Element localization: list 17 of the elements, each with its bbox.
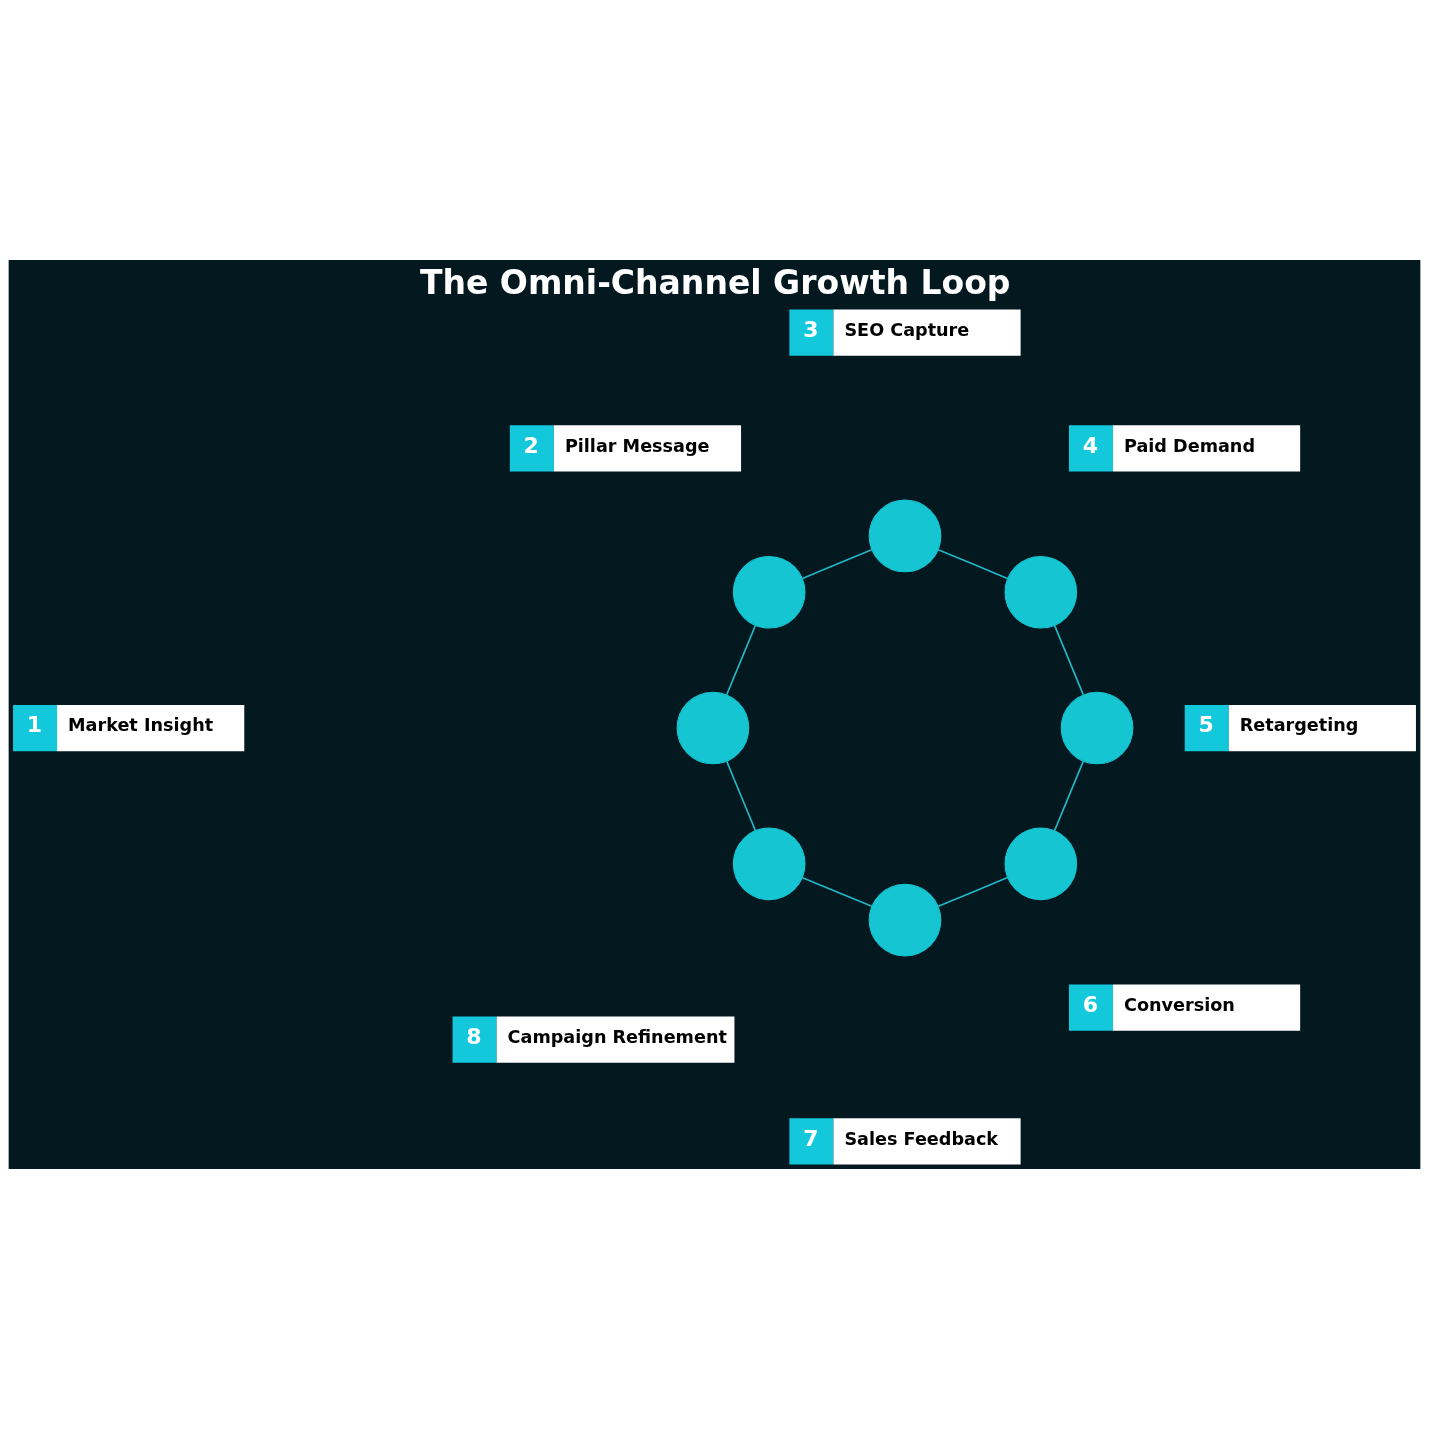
node-circle — [676, 691, 750, 765]
node-circle — [732, 827, 806, 901]
node-circle — [1060, 691, 1134, 765]
node-circle — [868, 499, 942, 573]
node-circle — [732, 555, 806, 629]
connector — [1053, 624, 1085, 696]
connector — [725, 624, 757, 696]
node-circle — [1004, 555, 1078, 629]
connector — [801, 876, 873, 908]
connector — [937, 876, 1009, 908]
node-circle — [1004, 827, 1078, 901]
connector — [1053, 760, 1085, 832]
connector — [937, 548, 1009, 580]
connector — [725, 760, 757, 832]
node-circle — [868, 883, 942, 957]
connector — [801, 548, 873, 580]
diagram-title: The Omni-Channel Growth Loop — [419, 263, 1011, 303]
